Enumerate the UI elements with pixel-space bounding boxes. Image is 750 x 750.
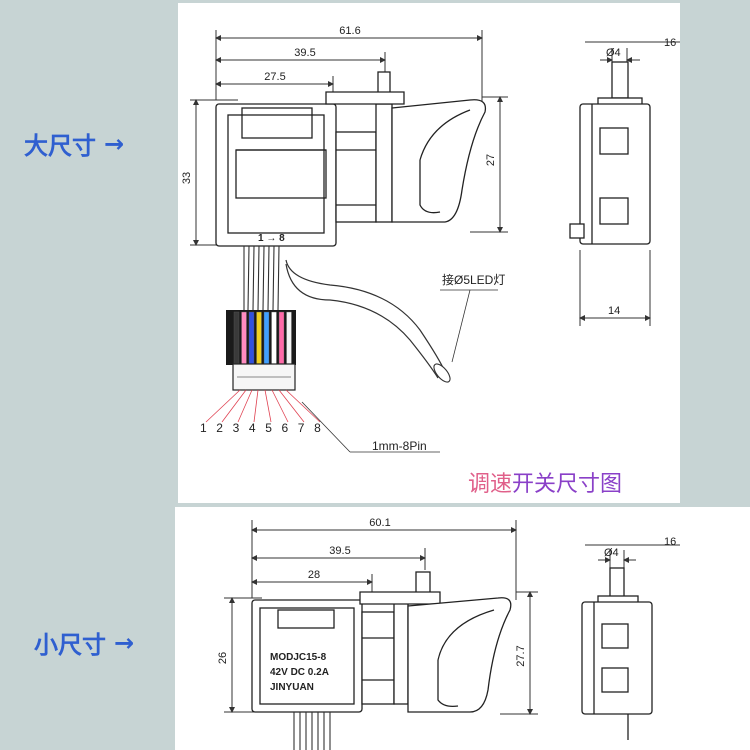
- dim-large-height-left: 33: [181, 172, 193, 184]
- dim-small-mid: 39.5: [329, 545, 350, 557]
- small-side-dia: Ø4: [604, 547, 619, 559]
- small-side-body: [581, 567, 653, 740]
- pin-leaders: [205, 389, 321, 423]
- pin-note: 1mm-8Pin: [372, 439, 427, 453]
- large-connector: [226, 310, 296, 391]
- large-side-dia: Ø4: [606, 47, 621, 59]
- small-side-view: [585, 544, 680, 572]
- title-part2: 开关尺寸图: [512, 472, 623, 497]
- wire-6: [271, 311, 277, 367]
- pin-label-1: 1: [200, 421, 207, 435]
- wire-1: [233, 311, 240, 367]
- pin-label-4: 4: [249, 421, 256, 435]
- arrow-right-icon: →: [104, 129, 125, 158]
- small-dimensions: [224, 520, 538, 715]
- dim-large-short: 27.5: [264, 71, 285, 83]
- large-side-bottom: 14: [608, 305, 620, 317]
- dim-small-height-left: 26: [217, 652, 229, 664]
- small-label-line3: JINYUAN: [270, 682, 314, 693]
- pin-label-7: 7: [298, 421, 305, 435]
- small-size-text: 小尺寸: [34, 631, 106, 659]
- pin-label-3: 3: [233, 421, 240, 435]
- diagram-title: 调速开关尺寸图: [468, 466, 622, 498]
- wire-2: [241, 311, 247, 367]
- dim-small-total: 60.1: [369, 517, 390, 529]
- small-size-label: 小尺寸 →: [34, 625, 134, 660]
- large-size-label: 大尺寸 →: [24, 126, 124, 161]
- led-note: 接Ø5LED灯: [442, 272, 505, 287]
- large-side-body: [569, 61, 651, 245]
- dim-large-height-right: 27: [485, 154, 497, 166]
- dim-large-mid: 39.5: [294, 47, 315, 59]
- pin-label-6: 6: [282, 421, 289, 435]
- dim-small-height-right: 27.7: [515, 645, 527, 666]
- pin-direction-label: 1 → 8: [258, 233, 285, 244]
- large-side-top: 16: [664, 37, 676, 49]
- wire-5: [263, 311, 270, 367]
- small-label-line2: 42V DC 0.2A: [270, 667, 329, 678]
- wire-3: [248, 311, 255, 367]
- pin-label-2: 2: [216, 421, 223, 435]
- pin-label-5: 5: [265, 421, 272, 435]
- large-switch-body: [215, 71, 487, 247]
- wire-4: [256, 311, 262, 367]
- dim-large-total: 61.6: [339, 25, 360, 37]
- small-label-line1: MODJC15-8: [270, 652, 327, 663]
- large-wire-bundle: [243, 245, 451, 383]
- small-switch-body: [251, 571, 512, 713]
- wire-7: [278, 311, 285, 367]
- dim-small-short: 28: [308, 569, 320, 581]
- large-size-text: 大尺寸: [24, 132, 96, 160]
- pin-label-8: 8: [314, 421, 321, 435]
- title-part1: 调速: [468, 472, 513, 497]
- small-side-top: 16: [664, 536, 676, 548]
- wire-8: [286, 311, 292, 367]
- small-wires: [293, 712, 331, 750]
- arrow-right-icon: →: [114, 628, 135, 657]
